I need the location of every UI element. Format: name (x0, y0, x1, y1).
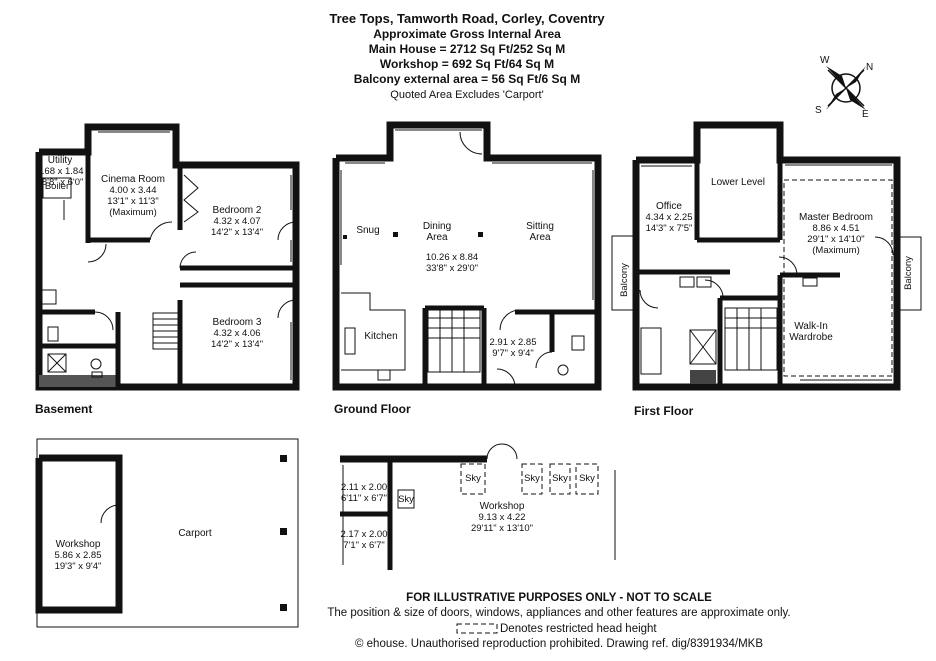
workshop-right-label: Workshop (480, 501, 525, 512)
basement-plan: Utility 5.68 x 1.84 18'8" x 6'0" Boiler … (35, 123, 300, 391)
compass-n: N (866, 62, 873, 73)
bedroom-3-metric: 4.32 x 4.06 (213, 328, 260, 339)
compass-icon: W N S E (815, 55, 873, 120)
skylight-4-label: Sky (579, 473, 595, 484)
utility-imperial: 18'8" x 6'0" (37, 177, 84, 188)
skylight-3-label: Sky (552, 473, 568, 484)
small-room-imperial: 9'7" x 9'4" (492, 348, 534, 359)
first-floor-plan: Office 4.34 x 2.25 14'3" x 7'5" Lower Le… (611, 121, 922, 391)
skylight-1-label: Sky (465, 473, 481, 484)
sitting-area-label-1: Sitting (526, 221, 554, 232)
boiler-label: Boiler (45, 181, 69, 192)
compass-s: S (815, 105, 822, 116)
ground-stairs (427, 309, 481, 373)
workshop-right-plan: Sky Sky Sky Sky Sky 2.11 x 2.00 6'11" x … (340, 443, 616, 570)
master-bedroom-label: Master Bedroom (799, 212, 873, 223)
restricted-height-swatch (456, 623, 498, 634)
bedroom-3-label: Bedroom 3 (213, 317, 262, 328)
utility-metric: 5.68 x 1.84 (36, 166, 83, 177)
area-heading: Approximate Gross Internal Area (373, 27, 561, 41)
workshop-right-imperial: 29'11" x 13'10" (471, 523, 533, 534)
compass-w: W (820, 55, 830, 66)
bedroom-2-metric: 4.32 x 4.07 (213, 216, 260, 227)
carport-workshop-plan: Workshop 5.86 x 2.85 19'3" x 9'4" Carpor… (35, 438, 299, 628)
carport-exclusion-note: Quoted Area Excludes 'Carport' (390, 89, 543, 101)
balcony-right-label: Balcony (903, 256, 914, 290)
office-imperial: 14'3" x 7'5" (646, 223, 693, 234)
main-room-metric: 10.26 x 8.84 (426, 252, 478, 263)
cinema-room-note: (Maximum) (109, 207, 157, 218)
compass-e: E (862, 109, 869, 120)
utility-label: Utility (48, 155, 72, 166)
store-1-imperial: 6'11" x 6'7" (341, 493, 387, 504)
snug-label: Snug (356, 225, 379, 236)
store-2-imperial: 7'1" x 6'7" (343, 540, 385, 551)
skylight-5-label: Sky (398, 494, 414, 505)
small-room-metric: 2.91 x 2.85 (489, 337, 536, 348)
store-1-metric: 2.11 x 2.00 (341, 482, 387, 493)
main-room-imperial: 33'8" x 29'0" (426, 263, 478, 274)
bedroom-2-label: Bedroom 2 (213, 205, 262, 216)
office-label: Office (656, 201, 682, 212)
dining-area-label-1: Dining (423, 221, 451, 232)
main-house-area: Main House = 2712 Sq Ft/252 Sq M (369, 42, 565, 56)
workshop-right-metric: 9.13 x 4.22 (478, 512, 525, 523)
position-disclaimer: The position & size of doors, windows, a… (327, 607, 790, 619)
copyright-line: © ehouse. Unauthorised reproduction proh… (355, 638, 763, 650)
master-bedroom-note: (Maximum) (812, 245, 860, 256)
dining-area-label-2: Area (426, 232, 448, 243)
footer-block: FOR ILLUSTRATIVE PURPOSES ONLY - NOT TO … (327, 592, 790, 650)
balcony-area: Balcony external area = 56 Sq Ft/6 Sq M (354, 72, 580, 86)
balcony-left-label: Balcony (619, 263, 630, 297)
walkin-wardrobe-label-1: Walk-In (794, 321, 828, 332)
master-bedroom-metric: 8.86 x 4.51 (812, 223, 859, 234)
ground-floor-plan: Snug Dining Area Sitting Area 10.26 x 8.… (332, 121, 602, 391)
first-stairs (724, 307, 778, 371)
walkin-wardrobe-label-2: Wardrobe (789, 332, 833, 343)
skylight-2-label: Sky (524, 473, 540, 484)
bedroom-2-imperial: 14'2" x 13'4" (211, 227, 263, 238)
property-title: Tree Tops, Tamworth Road, Corley, Covent… (329, 11, 605, 26)
basement-stairs (152, 312, 179, 350)
workshop-left-metric: 5.86 x 2.85 (54, 550, 101, 561)
cinema-room-metric: 4.00 x 3.44 (109, 185, 156, 196)
bedroom-3-imperial: 14'2" x 13'4" (211, 339, 263, 350)
restricted-height-legend: Denotes restricted head height (500, 623, 657, 635)
cinema-room-label: Cinema Room (101, 174, 165, 185)
kitchen-label: Kitchen (364, 331, 397, 342)
store-2-metric: 2.17 x 2.00 (340, 529, 387, 540)
header-block: Tree Tops, Tamworth Road, Corley, Covent… (329, 11, 605, 101)
lower-level-label: Lower Level (711, 177, 765, 188)
workshop-left-label: Workshop (56, 539, 101, 550)
workshop-area: Workshop = 692 Sq Ft/64 Sq M (380, 57, 554, 71)
first-floor-label: First Floor (634, 404, 694, 418)
workshop-left-imperial: 19'3" x 9'4" (55, 561, 102, 572)
master-bedroom-imperial: 29'1" x 14'10" (807, 234, 864, 245)
office-metric: 4.34 x 2.25 (645, 212, 692, 223)
carport-label: Carport (178, 528, 212, 539)
ground-floor-label: Ground Floor (334, 402, 411, 416)
illustrative-disclaimer: FOR ILLUSTRATIVE PURPOSES ONLY - NOT TO … (406, 592, 712, 604)
basement-floor-label: Basement (35, 402, 92, 416)
sitting-area-label-2: Area (529, 232, 551, 243)
cinema-room-imperial: 13'1" x 11'3" (107, 196, 158, 207)
